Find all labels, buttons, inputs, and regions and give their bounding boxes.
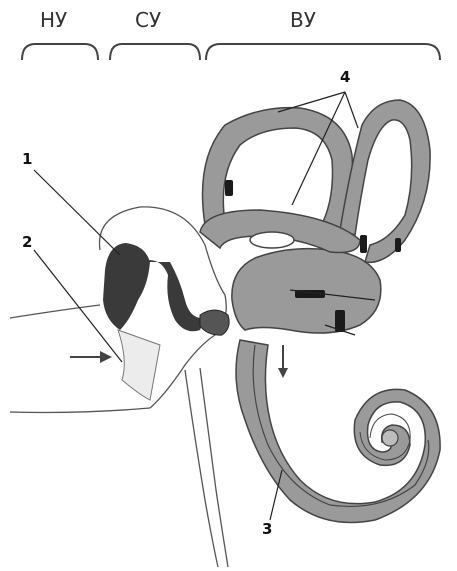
leader-1 [34, 170, 120, 255]
ampulla-mark-3 [395, 238, 401, 252]
malleus [103, 243, 150, 330]
eardrum [118, 330, 160, 400]
fluid-arrow-head [278, 368, 288, 378]
ampulla-mark-1 [225, 180, 233, 196]
header-inner-ear: ВУ [290, 8, 316, 32]
ossicles [103, 243, 229, 335]
leader-4b [278, 92, 345, 112]
bracket-outer-ear [22, 44, 98, 60]
cochlea-apex [382, 430, 398, 446]
ear-canal-lower [10, 408, 150, 413]
semicircular-canals [200, 100, 430, 262]
eustachian-tube-b [200, 368, 228, 567]
label-2: 2 [22, 233, 32, 251]
label-1: 1 [22, 150, 32, 168]
leader-4c [345, 92, 358, 128]
label-3: 3 [262, 520, 272, 538]
section-brackets [22, 44, 440, 60]
header-outer-ear: НУ [40, 8, 67, 32]
ampulla-mark-2 [360, 235, 367, 253]
incus [140, 260, 205, 331]
canal-opening [250, 232, 294, 248]
label-4: 4 [340, 68, 350, 86]
header-middle-ear: СУ [135, 8, 161, 32]
bracket-inner-ear [206, 44, 440, 60]
stapes [200, 310, 229, 335]
inner-ear [232, 249, 440, 523]
bracket-middle-ear [110, 44, 200, 60]
sound-arrow-head [100, 351, 112, 363]
